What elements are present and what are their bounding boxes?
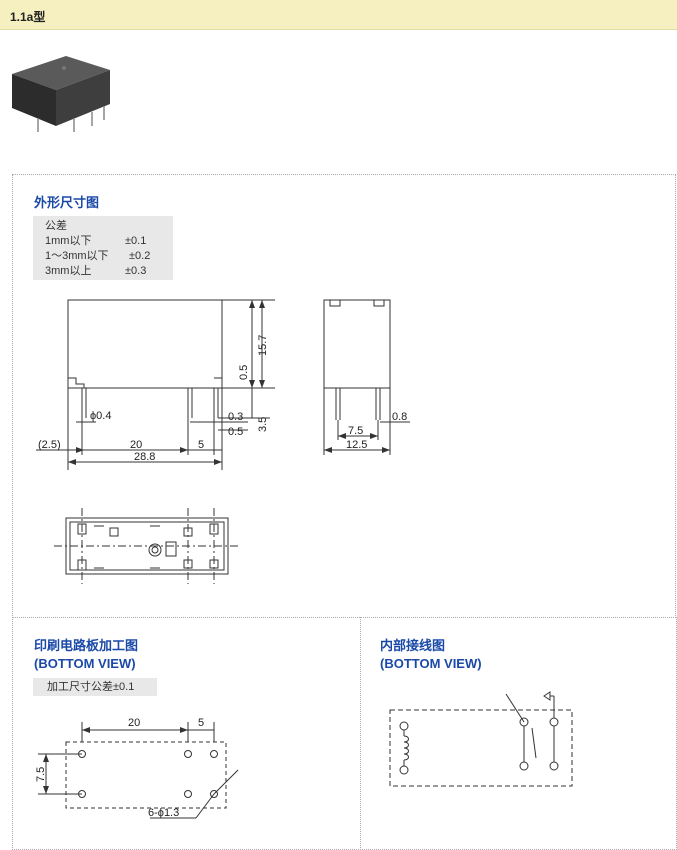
outline-drawing: ϕ0.4 0.3 0.5 0.5 15.7 3.5 (2.5) 20 5 28.… xyxy=(36,299,410,584)
outline-title: 外形尺寸图 xyxy=(34,195,100,210)
header-bar: 1.1a型 xyxy=(0,0,677,30)
tolerance-heading: 公差 xyxy=(45,220,67,232)
dim-28-8: 28.8 xyxy=(134,451,155,463)
tolerance-value-1: ±0.1 xyxy=(125,235,147,247)
tolerance-value-2: ±0.2 xyxy=(129,250,151,262)
relay-photo xyxy=(12,56,110,132)
dim-0-8: 0.8 xyxy=(392,411,407,423)
pcb-dim-7-5: 7.5 xyxy=(35,767,47,782)
pcb-title: 印刷电路板加工图 (BOTTOM VIEW) xyxy=(34,637,138,673)
dim-0-3: 0.3 xyxy=(228,411,243,423)
wiring-title-line2: (BOTTOM VIEW) xyxy=(380,656,482,671)
dim-5: 5 xyxy=(198,439,204,451)
dim-2-5: (2.5) xyxy=(38,439,61,451)
tolerance-range-1: 1mm以下 xyxy=(45,235,92,247)
tolerance-range-2: 1～3mm以下 xyxy=(45,250,109,262)
dim-7-5: 7.5 xyxy=(348,425,363,437)
tolerance-table: 公差 1mm以下 ±0.1 1～3mm以下 ±0.2 3mm以上 ±0.3 xyxy=(33,216,173,280)
tolerance-value-3: ±0.3 xyxy=(125,265,147,277)
dim-12-5: 12.5 xyxy=(346,439,367,451)
pcb-title-line1: 印刷电路板加工图 xyxy=(34,638,139,653)
dim-3-5: 3.5 xyxy=(257,417,269,432)
page-title: 1.1a型 xyxy=(10,10,46,24)
dim-0-5: 0.5 xyxy=(228,426,243,438)
pcb-drawing: 20 5 7.5 6-ϕ1.3 xyxy=(35,717,239,819)
pcb-dim-5: 5 xyxy=(198,717,204,729)
wiring-title: 内部接线图 (BOTTOM VIEW) xyxy=(380,637,482,673)
dim-0-5-vertical: 0.5 xyxy=(238,365,250,380)
dim-20: 20 xyxy=(130,439,142,451)
dim-pin-diameter: ϕ0.4 xyxy=(90,410,111,422)
wiring-title-line1: 内部接线图 xyxy=(380,638,446,653)
pcb-title-line2: (BOTTOM VIEW) xyxy=(34,656,136,671)
dim-15-7: 15.7 xyxy=(257,335,269,356)
pcb-note-text: 加工尺寸公差±0.1 xyxy=(47,681,135,693)
pcb-note: 加工尺寸公差±0.1 xyxy=(33,678,157,696)
pcb-holes-label: 6-ϕ1.3 xyxy=(148,807,179,819)
wiring-diagram xyxy=(389,691,573,787)
pcb-dim-20: 20 xyxy=(128,717,140,729)
outline-section xyxy=(12,174,676,618)
tolerance-range-3: 3mm以上 xyxy=(45,265,92,277)
